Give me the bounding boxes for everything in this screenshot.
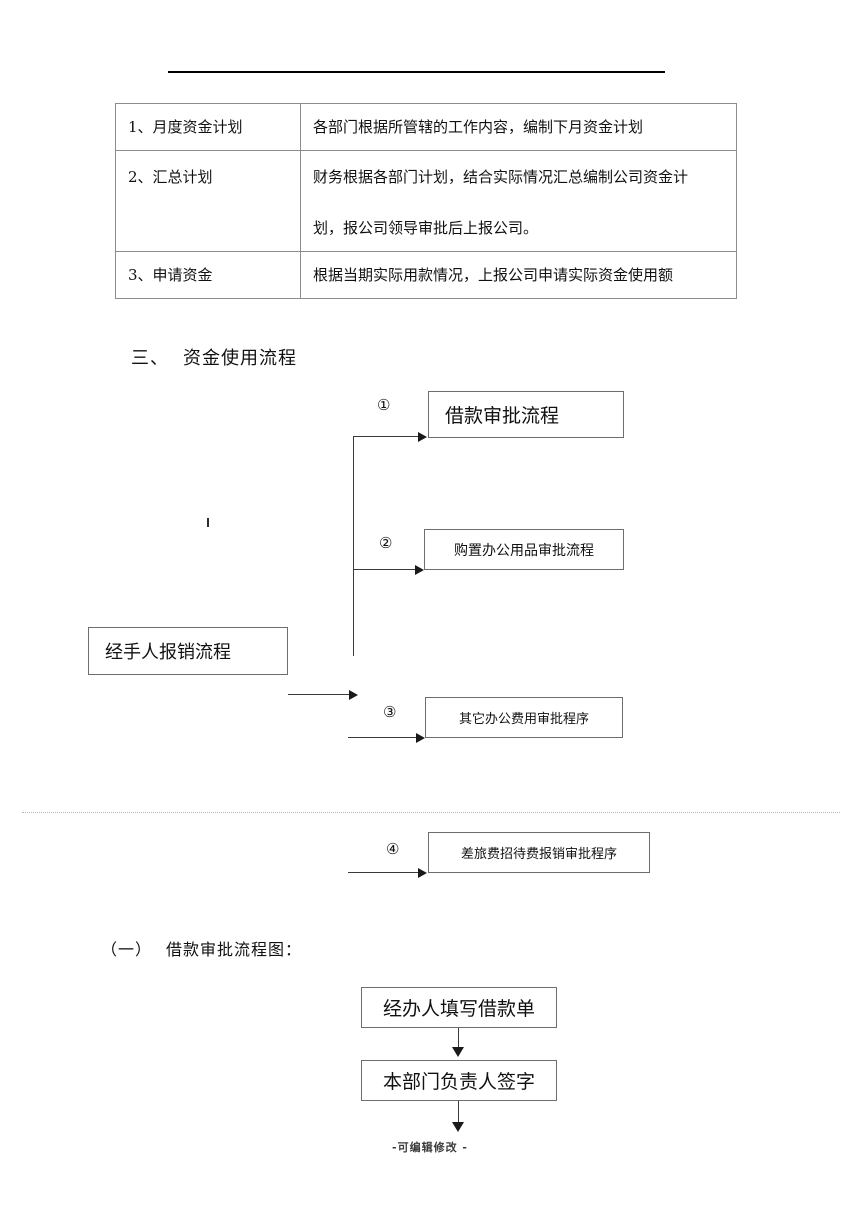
flow-box-branch-1: 借款审批流程	[428, 391, 624, 438]
table-row: 3、申请资金 根据当期实际用款情况，上报公司申请实际资金使用额	[115, 251, 737, 299]
flow-box-step-1: 经办人填写借款单	[361, 987, 557, 1028]
section-number: 三、	[131, 348, 169, 369]
header-rule	[168, 71, 665, 73]
section-heading-3: 三、资金使用流程	[131, 344, 297, 370]
page-break-line	[22, 812, 840, 813]
connector-spine	[353, 436, 354, 656]
table-cell-line: 各部门根据所管辖的工作内容，编制下月资金计划	[313, 117, 644, 136]
flow-box-label: 本部门负责人签字	[382, 1071, 535, 1093]
arrow-right-icon	[418, 868, 427, 878]
table-cell-line: 划，报公司领导审批后上报公司。	[313, 218, 539, 237]
connector-arm-4	[348, 872, 419, 873]
table-row: 2、汇总计划 财务根据各部门计划，结合实际情况汇总编制公司资金计 划，报公司领导…	[115, 150, 737, 252]
flow-box-branch-3: 其它办公费用审批程序	[425, 697, 623, 738]
table-cell-label: 2、汇总计划	[115, 150, 301, 252]
flow-box-label: 借款审批流程	[445, 405, 560, 427]
table-cell-label: 1、月度资金计划	[115, 103, 301, 151]
flow-box-label: 其它办公费用审批程序	[458, 712, 589, 727]
table-cell-line: 根据当期实际用款情况，上报公司申请实际资金使用额	[313, 265, 674, 284]
subsection-title: 借款审批流程图：	[166, 940, 303, 959]
flow-box-branch-4: 差旅费招待费报销审批程序	[428, 832, 650, 873]
flow-box-label: 差旅费招待费报销审批程序	[460, 847, 617, 862]
table-cell-line: 财务根据各部门计划，结合实际情况汇总编制公司资金计	[313, 168, 689, 186]
branch-marker-4: ④	[386, 840, 400, 858]
branch-marker-2: ②	[379, 534, 393, 552]
connector-arm-3	[348, 737, 417, 738]
stray-tick-mark	[207, 518, 209, 527]
arrow-right-icon	[416, 733, 425, 743]
table-cell-label: 3、申请资金	[115, 251, 301, 299]
section-title: 资金使用流程	[183, 348, 297, 369]
connector-arm-1	[353, 436, 419, 437]
connector-arm-2	[353, 569, 417, 570]
flow-box-branch-2: 购置办公用品审批流程	[424, 529, 624, 570]
table-cell-desc: 财务根据各部门计划，结合实际情况汇总编制公司资金计 划，报公司领导审批后上报公司…	[300, 150, 737, 252]
flow-box-source: 经手人报销流程	[88, 627, 288, 675]
table-row: 1、月度资金计划 各部门根据所管辖的工作内容，编制下月资金计划	[115, 103, 737, 151]
subsection-heading-1: （一） 借款审批流程图：	[101, 936, 302, 960]
connector-arm-source	[288, 694, 350, 695]
branch-marker-1: ①	[377, 396, 391, 414]
arrow-right-icon	[415, 565, 424, 575]
subsection-number: （一）	[101, 940, 153, 959]
footer-note: -可编辑修改 -	[392, 1141, 468, 1154]
funding-plan-table: 1、月度资金计划 各部门根据所管辖的工作内容，编制下月资金计划 2、汇总计划 财…	[115, 103, 737, 299]
table-cell-desc: 根据当期实际用款情况，上报公司申请实际资金使用额	[300, 251, 737, 299]
table-cell-desc: 各部门根据所管辖的工作内容，编制下月资金计划	[300, 103, 737, 151]
arrow-down-icon	[452, 1047, 464, 1057]
arrow-right-icon	[418, 432, 427, 442]
branch-marker-3: ③	[383, 703, 397, 721]
connector-down-2	[458, 1101, 459, 1123]
flow-box-label: 购置办公用品审批流程	[454, 542, 594, 559]
flow-box-step-2: 本部门负责人签字	[361, 1060, 557, 1101]
connector-down-1	[458, 1028, 459, 1048]
arrow-right-icon	[349, 690, 358, 700]
flow-box-label: 经办人填写借款单	[382, 998, 535, 1020]
arrow-down-icon	[452, 1122, 464, 1132]
flow-box-label: 经手人报销流程	[105, 642, 231, 663]
